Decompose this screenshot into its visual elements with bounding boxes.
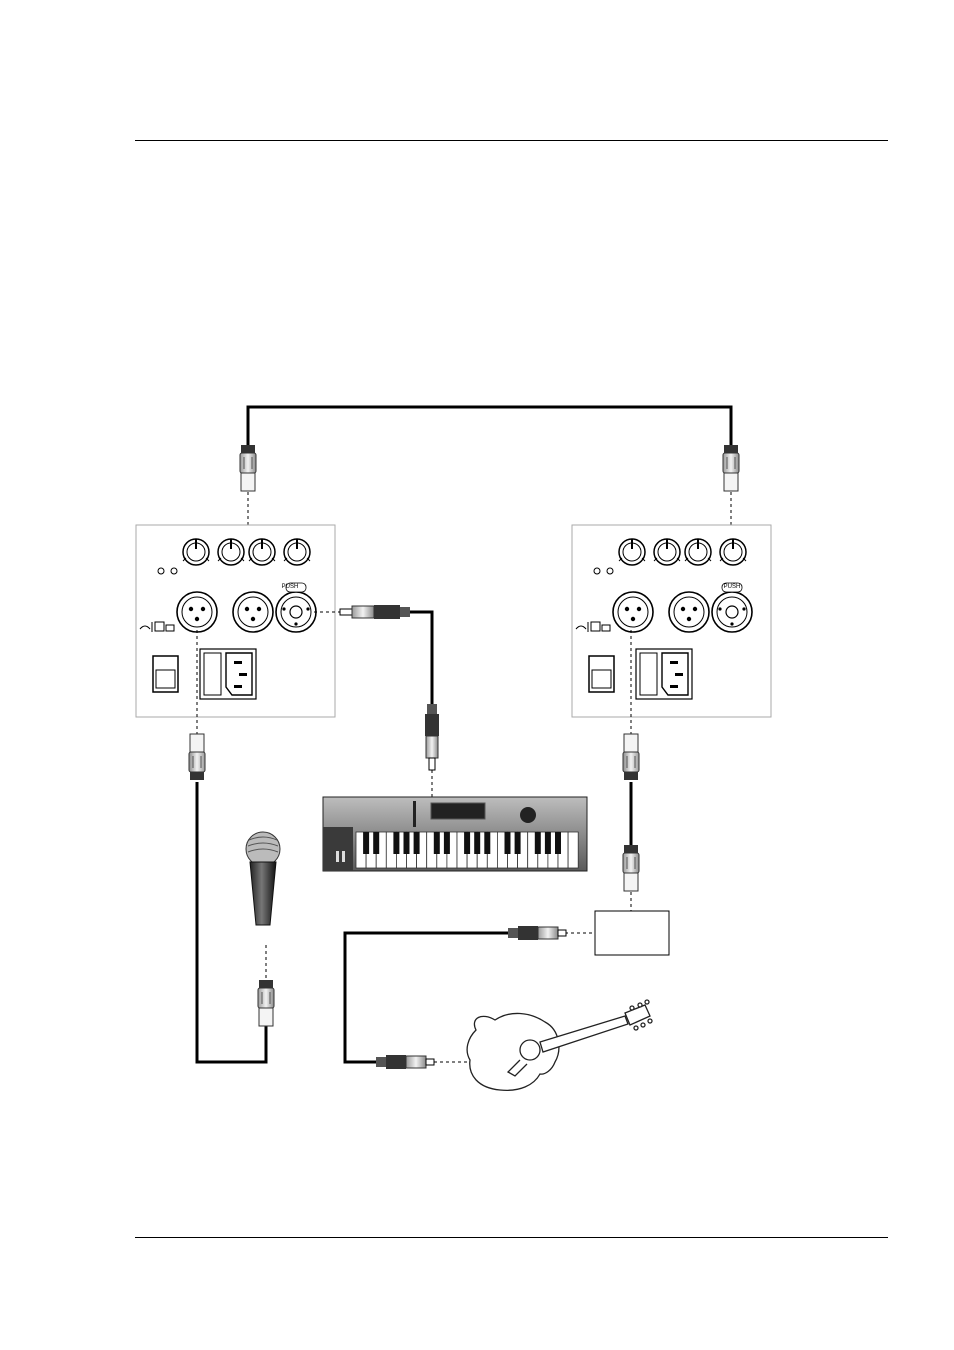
white-key	[568, 832, 578, 868]
black-key	[474, 832, 480, 854]
black-key	[404, 832, 410, 854]
push-label-left: PUSH	[282, 584, 299, 590]
microphone	[246, 832, 280, 925]
jack-plug-guitar	[376, 1055, 434, 1069]
jack-plug-di	[508, 926, 566, 940]
xlr-connector-mic	[258, 980, 274, 1026]
di-box	[595, 911, 669, 955]
xlr-connector-top-left	[240, 445, 256, 491]
black-key	[505, 832, 511, 854]
black-key	[434, 832, 440, 854]
xlr-connector-mic-speaker	[189, 734, 205, 780]
speaker-right-panel	[572, 525, 771, 717]
black-key	[373, 832, 379, 854]
black-key	[484, 832, 490, 854]
keyboard-keys	[356, 832, 578, 868]
keyboard-synth	[323, 797, 587, 871]
black-key	[363, 832, 369, 854]
jack-plug-keyboard-panel	[340, 605, 410, 619]
speaker-left-panel	[136, 525, 335, 717]
link-cable	[248, 407, 731, 446]
black-key	[535, 832, 541, 854]
keyboard-cable	[410, 612, 432, 706]
jack-plug-keyboard-vertical	[425, 704, 439, 770]
xlr-connector-top-right	[723, 445, 739, 491]
black-key	[555, 832, 561, 854]
black-key	[464, 832, 470, 854]
push-label-right: PUSH	[724, 584, 741, 590]
acoustic-guitar	[467, 1000, 652, 1090]
black-key	[393, 832, 399, 854]
xlr-connector-di	[623, 845, 639, 891]
black-key	[515, 832, 521, 854]
black-key	[545, 832, 551, 854]
black-key	[444, 832, 450, 854]
xlr-connector-di-speaker	[623, 734, 639, 780]
black-key	[414, 832, 420, 854]
